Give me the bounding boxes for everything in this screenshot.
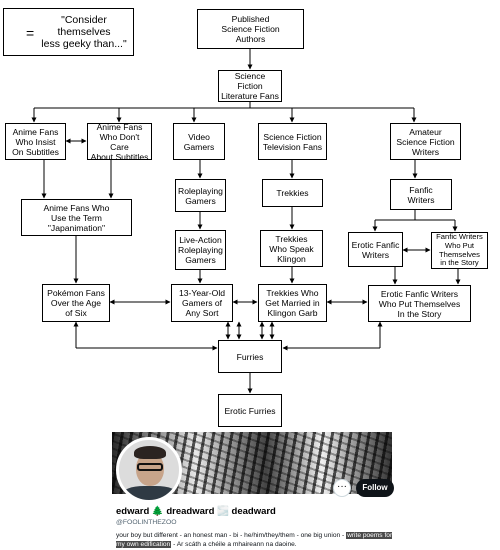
display-name: edward 🌲 dreadward 🌫️ deadward	[116, 506, 276, 517]
node-amateur-writers: Amateur Science Fiction Writers	[390, 123, 461, 160]
node-fanfic-selfinsert: Fanfic Writers Who Put Themselves in the…	[431, 232, 488, 269]
node-thirteen-year-olds: 13-Year-Old Gamers of Any Sort	[171, 284, 233, 322]
node-furries: Furries	[218, 340, 282, 373]
node-roleplaying-gamers: Roleplaying Gamers	[175, 179, 226, 212]
node-erotic-furries: Erotic Furries	[218, 394, 282, 427]
node-japanimation: Anime Fans Who Use the Term "Japanimatio…	[21, 199, 132, 236]
node-pokemon-fans: Pokémon Fans Over the Age of Six	[42, 284, 110, 322]
node-klingon-speakers: Trekkies Who Speak Klingon	[260, 230, 323, 267]
node-fanfic-writers: Fanfic Writers	[390, 179, 452, 210]
node-trekkies: Trekkies	[262, 179, 323, 207]
user-handle: @FOOLINTHEZOO	[116, 519, 177, 526]
avatar-shirt	[121, 486, 179, 500]
node-klingon-garb: Trekkies Who Get Married in Klingon Garb	[258, 284, 327, 322]
bio-text: your boy but different - an honest man -…	[116, 532, 347, 539]
bio-text-end: - Ar scáth a chéile a mhaireann na daoin…	[171, 541, 297, 548]
node-larp: Live-Action Roleplaying Gamers	[175, 230, 226, 270]
profile-bio: your boy but different - an honest man -…	[116, 531, 396, 549]
legend-equals: =	[26, 25, 35, 41]
node-anime-subtitles: Anime Fans Who Insist On Subtitles	[5, 123, 66, 160]
node-video-gamers: Video Gamers	[173, 123, 225, 160]
avatar-hair	[134, 446, 166, 459]
follow-button[interactable]: Follow	[356, 479, 394, 497]
more-options-button[interactable]: ···	[333, 479, 351, 497]
node-literature-fans: Science Fiction Literature Fans	[218, 70, 282, 102]
node-anime-nocare: Anime Fans Who Don't Care About Subtitle…	[87, 122, 152, 162]
legend: = "Consider themselves less geeky than..…	[3, 8, 134, 56]
node-erotic-selfinsert: Erotic Fanfic Writers Who Put Themselves…	[368, 285, 471, 322]
node-tv-fans: Science Fiction Television Fans	[258, 123, 327, 160]
avatar[interactable]	[116, 437, 182, 503]
legend-text: "Consider themselves less geeky than..."	[41, 14, 127, 50]
node-published-authors: Published Science Fiction Authors	[197, 9, 304, 49]
avatar-glasses	[137, 463, 163, 471]
flowchart-connectors	[10, 17, 461, 394]
node-erotic-fanfic: Erotic Fanfic Writers	[348, 232, 403, 267]
